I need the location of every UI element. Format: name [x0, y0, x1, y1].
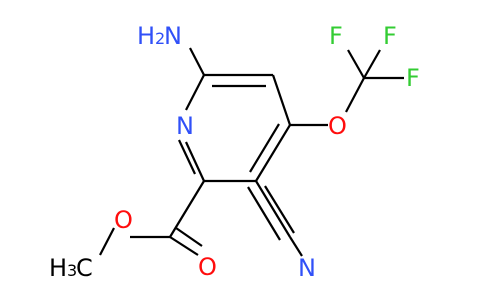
- bond-cn-n: [289, 236, 303, 257]
- bond-c4-c3: [255, 124, 291, 182]
- bond-o-cf3: [345, 77, 365, 113]
- bond-o-methyl: [99, 227, 115, 256]
- methyl-c-label: C: [76, 254, 93, 282]
- fluorine-right-label: F: [406, 64, 420, 92]
- bonds: [99, 47, 404, 257]
- bond-n1-c6: [185, 74, 205, 111]
- ester-o-single-label: O: [114, 206, 133, 234]
- ring-n-label: N: [176, 112, 194, 140]
- nitrile-n-label: N: [298, 254, 316, 282]
- bond-c2-n1-double: [178, 139, 196, 175]
- amino-n-label: N: [164, 22, 182, 50]
- methyl-h-label: H: [49, 254, 67, 282]
- atom-labels: H 2 N N O F F F N O O H 3 C: [49, 22, 420, 282]
- fluorine-top-right-label: F: [383, 22, 397, 50]
- bond-c4-c3-double: [249, 123, 280, 173]
- bond-c2-ester: [169, 180, 205, 238]
- amino-subscript: 2: [155, 29, 165, 48]
- bond-ester-o-double-2: [175, 227, 203, 247]
- fluorine-top-left-label: F: [329, 22, 343, 50]
- ester-o-double-label: O: [198, 253, 217, 281]
- methyl-subscript: 3: [67, 261, 77, 280]
- bond-ester-o-double: [169, 236, 199, 256]
- bond-c5-c4: [271, 74, 292, 126]
- ether-o-label: O: [328, 112, 347, 140]
- bond-c3-cn-3: [247, 186, 281, 241]
- bond-c2-n1: [185, 141, 205, 182]
- bond-c-f2: [363, 49, 381, 79]
- bond-c6-nh2: [189, 47, 205, 76]
- bond-c3-cn-2: [264, 185, 295, 234]
- bond-c3-cn: [255, 180, 291, 238]
- bond-c-f1: [347, 49, 365, 79]
- amino-h-label: H: [137, 22, 155, 50]
